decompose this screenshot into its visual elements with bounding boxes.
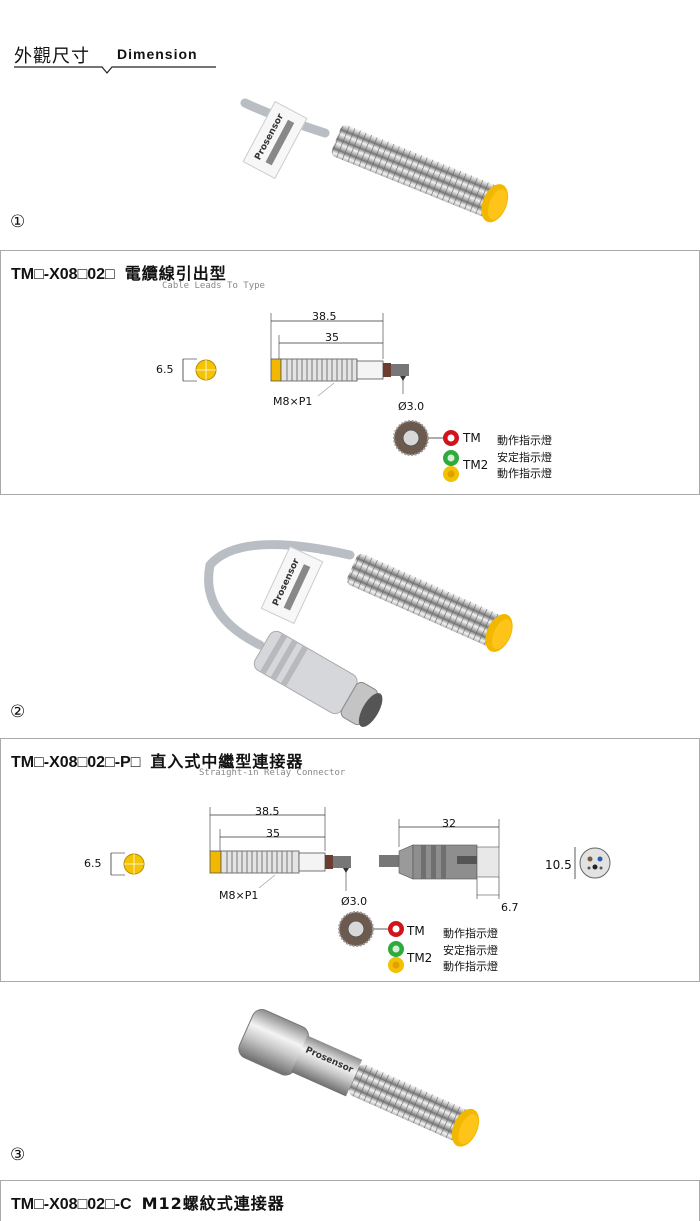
dim-overall-1: 38.5 [312,310,337,323]
led-tm-label-2: TM [407,924,425,938]
face-view-2 [110,852,145,876]
dim-thread-length-1: 35 [325,331,339,344]
dim-thread-2: M8×P1 [219,889,259,902]
rear-view-1 [393,420,459,482]
panel-cable-type: TM□-X08□02□ 電纜線引出型 Cable Leads To Type 38… [0,250,700,495]
dim-cable-2: Ø3.0 [341,895,368,908]
rear-view-2 [338,911,404,973]
panel-title-1: TM□-X08□02□ 電纜線引出型 [11,260,227,284]
led-tm-label-1: TM [463,431,481,445]
model-code-3: TM□-X08□02□-C [11,1196,132,1213]
dim-connector-length: 32 [442,817,456,830]
panel-m12-connector: TM□-X08□02□-C M12螺紋式連接器 [0,1180,700,1221]
led-tm2-label-1: TM2 [463,458,489,472]
product-photo-1: Prosensor [240,98,509,223]
led-operation-1a: 動作指示燈 [497,434,552,447]
model-code-1: TM□-X08□02□ [11,266,115,283]
led-operation-2a: 動作指示燈 [443,927,498,940]
product-photo-3: Prosensor [238,1009,480,1147]
product-photo-2: Prosensor [204,540,513,727]
header-title-cn: 外觀尺寸 [14,46,90,67]
type-name-cn-1: 電纜線引出型 [124,264,227,283]
dim-cable-1: Ø3.0 [398,400,425,413]
section-header: 外觀尺寸 Dimension [14,40,216,76]
dim-thread-length-2: 35 [266,827,280,840]
type-name-cn-2: 直入式中繼型連接器 [150,752,304,771]
dim-overall-2: 38.5 [255,805,280,818]
dimension-lines-1 [270,313,409,397]
type-name-en-1: Cable Leads To Type [162,281,265,291]
header-underline [14,66,216,74]
dim-face-1: 6.5 [156,363,174,376]
model-code-2: TM□-X08□02□-P□ [11,754,141,771]
led-stable-1: 安定指示燈 [497,451,552,464]
led-operation-1b: 動作指示燈 [497,467,552,480]
panel-title-3: TM□-X08□02□-C M12螺紋式連接器 [11,1190,285,1214]
section-number-3: ③ [10,1145,26,1165]
header-title-en: Dimension [117,46,198,62]
dim-face-2: 6.5 [84,857,102,870]
led-stable-2: 安定指示燈 [443,944,498,957]
section-number-2: ② [10,702,26,722]
dimension-lines-2 [209,807,500,899]
section-number-1: ① [10,212,26,232]
dim-connector-tail: 6.7 [501,901,519,914]
panel-relay-connector: TM□-X08□02□-P□ 直入式中繼型連接器 Straight-in Rela… [0,738,700,982]
led-operation-2b: 動作指示燈 [443,960,498,973]
type-name-en-2: Straight-in Relay Connector [199,768,346,778]
dim-connector-diameter: 10.5 [545,858,572,872]
led-tm2-label-2: TM2 [407,951,433,965]
panel-title-2: TM□-X08□02□-P□ 直入式中繼型連接器 [11,748,303,772]
face-view-1 [182,358,217,382]
type-name-cn-3: M12螺紋式連接器 [141,1194,285,1213]
connector-pin-view [574,847,611,879]
dim-thread-1: M8×P1 [273,395,313,408]
